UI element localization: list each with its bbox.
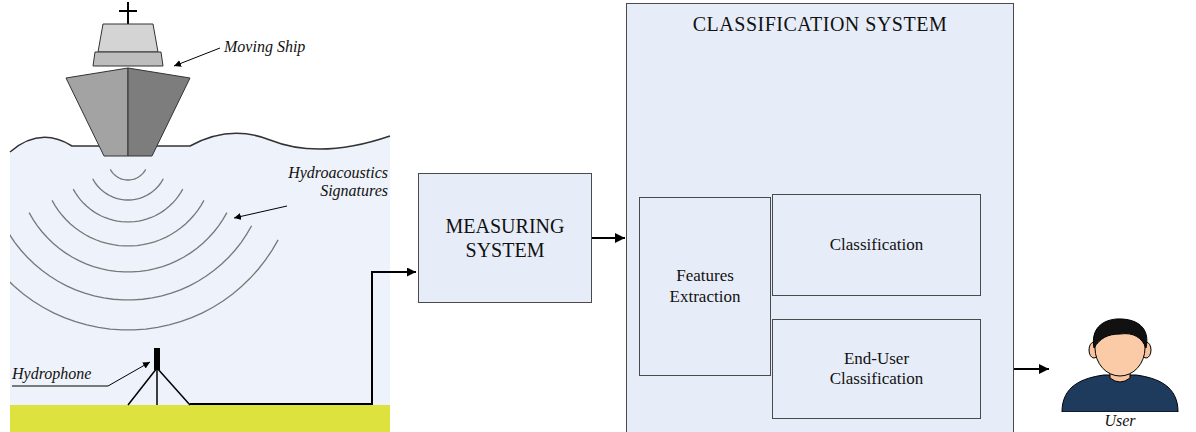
leader-line [12,362,150,386]
classification-system: CLASSIFICATION SYSTEM Features Extraction… [626,3,1014,432]
wave-arc [4,226,251,300]
sea-water [10,133,390,405]
process-box: End-User Classification [772,319,981,419]
leader-line [174,48,220,66]
wave-arc [93,179,164,200]
group-heading: CLASSIFICATION SYSTEM [627,12,1013,36]
hydrophone [128,348,190,405]
wave-arc [110,169,145,180]
callout-label: Hydrophone [12,365,112,383]
callout-label: Hydroacoustics Signatures [284,164,388,201]
wave-arc [52,200,204,246]
user-icon [1050,318,1190,412]
sound-waves [0,169,278,330]
box-label: MEASURING SYSTEM [430,214,580,262]
user-figure: User [1050,318,1190,430]
signal-cable [190,272,416,404]
sea-surface [10,133,390,152]
flow-arrow [592,237,625,239]
user-caption: User [1050,411,1190,430]
process-box: Classification [772,194,981,296]
leader-line [234,206,287,218]
wave-arc [0,240,278,330]
box-label: Features Extraction [649,266,761,307]
box-label: End-User Classification [812,349,942,390]
callout-label: Moving Ship [224,38,344,56]
seabed [10,405,390,432]
wave-arc [73,189,182,222]
ship [66,2,190,156]
wave-arc [29,213,227,272]
box-label: Classification [830,235,923,255]
measuring-box: MEASURING SYSTEM [418,173,592,303]
process-box: Features Extraction [639,197,771,376]
